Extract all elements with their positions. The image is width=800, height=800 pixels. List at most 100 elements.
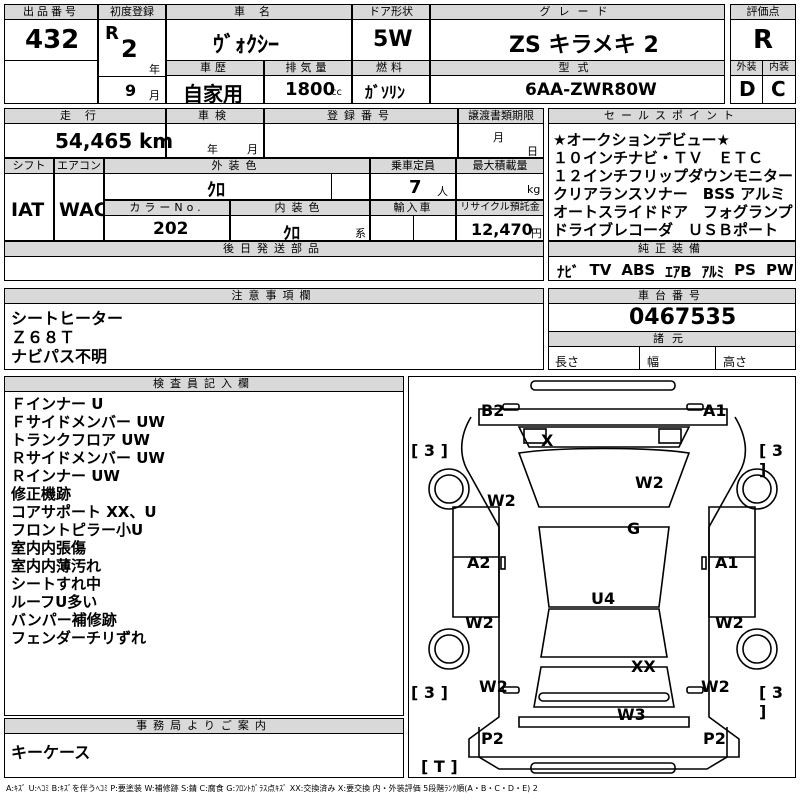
equip-item: ﾅﾋﾞ (557, 263, 580, 281)
fuel-value: ｶﾞｿﾘﾝ (365, 83, 406, 102)
note-line: Ｚ６８Ｔ (11, 328, 76, 347)
salespoint-line: １２インチフリップダウンモニター (553, 167, 794, 185)
model-value: 6AA-ZWR80W (525, 80, 657, 100)
salespoints-list: ★オークションデビュー★ １０インチナビ・ＴＶ ＥＴＣ １２インチフリップダウン… (553, 131, 793, 239)
inspection-cell: 車検 年 月 (166, 108, 264, 158)
mark-b2: B2 (481, 401, 505, 420)
score-value: R (753, 25, 774, 55)
mark-g: G (627, 519, 641, 538)
fuel-cell: 燃料 ｶﾞｿﾘﾝ (352, 60, 430, 104)
inspection-label: 車検 (167, 109, 263, 124)
ext-value: D (739, 77, 756, 101)
car-name: ｳﾞｫｸｼｰ (213, 33, 280, 58)
colorno-label: カラーNo. (105, 201, 229, 216)
recycle-value: 12,470 (471, 220, 533, 239)
reg-year: 2 (121, 35, 138, 63)
chassis-number: 0467535 (629, 305, 737, 330)
salespoint-line: １０インチナビ・ＴＶ ＥＴＣ (553, 149, 764, 167)
inspector-line: フェンダーチリずれ (11, 629, 147, 647)
equip-item: PW (765, 261, 794, 279)
dims-label: 諸元 (549, 331, 795, 347)
notes-list: シートヒーター Ｚ６８Ｔ ナビパス不明 (11, 309, 123, 366)
mileage-value: 54,465 (55, 129, 133, 153)
door-label: ドア形状 (353, 5, 429, 20)
colorno-value: 202 (153, 219, 189, 239)
salespoint-line: ★オークションデビュー★ (553, 131, 730, 149)
inspector-line: 修正機跡 (11, 485, 72, 503)
shift-cell: シフト IAT (4, 158, 54, 241)
capacity-cell: 乗車定員 7 人 (370, 158, 456, 200)
disp-cell: 排気量 1800 cc (264, 60, 352, 104)
inspector-cell: 検査員記入欄 Ｆインナー U Ｆサイドメンバー UW トランクフロア UW Ｒサ… (4, 376, 404, 716)
inspector-line: 室内内張傷 (11, 539, 87, 557)
incolor-value: ｸﾛ (283, 224, 300, 244)
note-line: ナビパス不明 (11, 347, 108, 366)
import-label: 輸入車 (371, 201, 455, 216)
mark-p2-r: P2 (703, 729, 726, 748)
capacity-label: 乗車定員 (371, 159, 455, 174)
reg-label: 初度登録 (99, 5, 165, 20)
disp-unit: cc (331, 87, 342, 98)
maxload-label: 最大積載量 (457, 159, 543, 174)
car-diagram: B2 A1 X [ 3 ] [ 3 ] W2 W2 G A2 A1 U4 W2 … (408, 376, 796, 778)
notes-label: 注意事項欄 (5, 289, 543, 304)
history-cell: 車歴 自家用 (166, 60, 264, 106)
chassis-label: 車台番号 (549, 289, 795, 304)
inspector-line: Ｆインナー U (11, 395, 104, 413)
car-label: 車名 (167, 5, 351, 20)
inspection-month: 月 (247, 143, 258, 156)
ext-cell: 外装 D (730, 60, 763, 104)
inspection-year: 年 (207, 143, 218, 156)
history-label: 車歴 (167, 61, 263, 76)
transfer-day: 日 (527, 145, 538, 158)
equip-item: ｱﾙﾐ (701, 263, 725, 281)
legend: A:ｷｽﾞ U:ﾍｺﾐ B:ｷｽﾞを伴うﾍｺﾐ P:要塗装 W:補修跡 S:錆 … (6, 784, 538, 793)
laterparts-cell: 後日発送部品 (4, 241, 544, 281)
office-text: キーケース (11, 743, 91, 762)
equipment-cell: 純正装備 ﾅﾋﾞ TV ABS ｴｱB ｱﾙﾐ PS PW (548, 241, 796, 281)
mark-w2-bl: W2 (479, 677, 508, 696)
dims-width: 幅 (647, 355, 660, 369)
score-label: 評価点 (731, 5, 795, 20)
equip-item: ABS (621, 261, 656, 279)
inspector-label: 検査員記入欄 (5, 377, 403, 392)
plate-cell: 登録番号 (264, 108, 458, 158)
inspector-line: Ｒインナー UW (11, 467, 120, 485)
disp-value: 1800 (285, 79, 336, 100)
excolor-value: ｸﾛ (207, 180, 225, 201)
mark-a2: A2 (467, 553, 491, 572)
salespoints-label: セールスポイント (549, 109, 795, 124)
mark-tire-rr: [ 3 ] (759, 683, 784, 721)
grade-cell: グレード ZS キラメキ 2 (430, 4, 725, 61)
recycle-label: リサイクル預託金 (457, 201, 543, 216)
incolor-label: 内装色 (231, 201, 369, 216)
mark-x: X (541, 431, 554, 450)
inspector-line: 室内内薄汚れ (11, 557, 102, 575)
salespoint-line: クリアランスソナー BSS アルミ (553, 185, 786, 203)
door-cell: ドア形状 5W (352, 4, 430, 61)
int-cell: 内装 C (762, 60, 796, 104)
mark-spare: [ T ] (421, 757, 458, 776)
office-cell: 事務局よりご案内 キーケース (4, 718, 404, 778)
mark-w2-fl: W2 (487, 491, 516, 510)
mark-w2-hood: W2 (635, 473, 664, 492)
model-cell: 型式 6AA-ZWR80W (430, 60, 725, 104)
car-outline (428, 380, 778, 774)
car-cell: 車名 ｳﾞｫｸｼｰ (166, 4, 352, 61)
grade-value: ZS キラメキ 2 (509, 33, 659, 58)
transfer-label: 譲渡書類期限 (459, 109, 543, 124)
mark-w2-rl: W2 (465, 613, 494, 632)
equipment-label: 純正装備 (549, 242, 795, 257)
recycle-unit: 円 (531, 227, 542, 240)
door-type: 5W (373, 27, 413, 52)
equip-item: TV (589, 261, 612, 279)
mileage-cell: 走行 54,465 km (4, 108, 173, 158)
score-cell: 評価点 R (730, 4, 796, 61)
inspector-line: シートすれ中 (11, 575, 102, 593)
mark-w2-rr: W2 (715, 613, 744, 632)
inspector-line: Ｆサイドメンバー UW (11, 413, 165, 431)
excolor-cell: 外装色 ｸﾛ (104, 158, 370, 201)
mileage-label: 走行 (5, 109, 165, 124)
mileage-unit: km (139, 129, 174, 153)
dims-length: 長さ (555, 355, 580, 369)
